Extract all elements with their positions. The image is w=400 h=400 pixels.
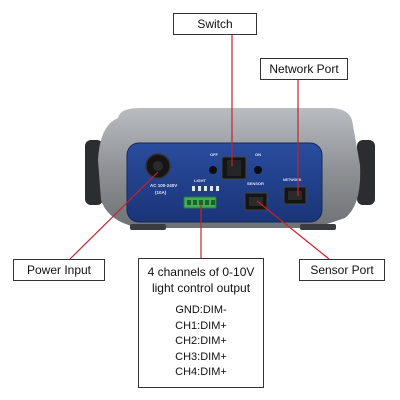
light-output-title-line2: light control output	[151, 281, 251, 295]
leader-line-sensor	[256, 200, 330, 260]
right-foot	[300, 224, 336, 230]
power-rating-label: AC 100-240V	[150, 183, 177, 188]
power-input-callout-label: Power Input	[26, 263, 92, 277]
network-port-inner	[288, 191, 302, 200]
channel-item: CH1:DIM+	[175, 319, 227, 332]
connector-panel	[126, 142, 323, 223]
network-port-callout-label: Network Port	[269, 62, 339, 76]
on-label: ON	[255, 152, 261, 157]
light-label: LIGHT	[194, 178, 207, 183]
leader-line-power	[69, 171, 159, 260]
leader-lines	[69, 35, 330, 260]
sensor-port-callout-label: Sensor Port	[310, 263, 374, 277]
channel-item: CH2:DIM+	[175, 335, 227, 347]
channel-list: GND:DIM- CH1:DIM+ CH2:DIM+ CH3:DIM+ CH4:…	[175, 303, 227, 381]
channel-item: GND:DIM-	[175, 304, 227, 316]
power-rating-sub-label: (10A)	[155, 190, 167, 195]
channel-item: CH4:DIM+	[175, 366, 227, 378]
switch-callout-label: Switch	[197, 17, 233, 31]
network-label: NETWORK	[283, 178, 302, 182]
terminal-screws	[187, 200, 215, 205]
switch-callout: Switch	[173, 13, 257, 35]
off-indicator-hole	[209, 166, 217, 174]
sensor-label: SENSOR	[247, 181, 264, 186]
power-input-callout: Power Input	[13, 259, 105, 281]
light-output-callout: 4 channels of 0-10V light control output…	[138, 258, 264, 388]
channel-markers	[192, 186, 219, 191]
light-output-title: 4 channels of 0-10V light control output	[148, 264, 255, 296]
right-handle	[357, 140, 375, 205]
network-port-callout: Network Port	[260, 58, 348, 80]
left-foot	[130, 224, 166, 230]
light-output-title-line1: 4 channels of 0-10V	[147, 265, 255, 279]
off-label: OFF	[210, 152, 219, 157]
sensor-port-inner	[249, 197, 263, 206]
channel-item: CH3:DIM+	[175, 350, 227, 363]
on-indicator-hole	[254, 166, 262, 174]
rocker-switch-face	[227, 160, 241, 176]
sensor-port-callout: Sensor Port	[299, 259, 385, 281]
power-input-socket-inner	[153, 161, 163, 171]
